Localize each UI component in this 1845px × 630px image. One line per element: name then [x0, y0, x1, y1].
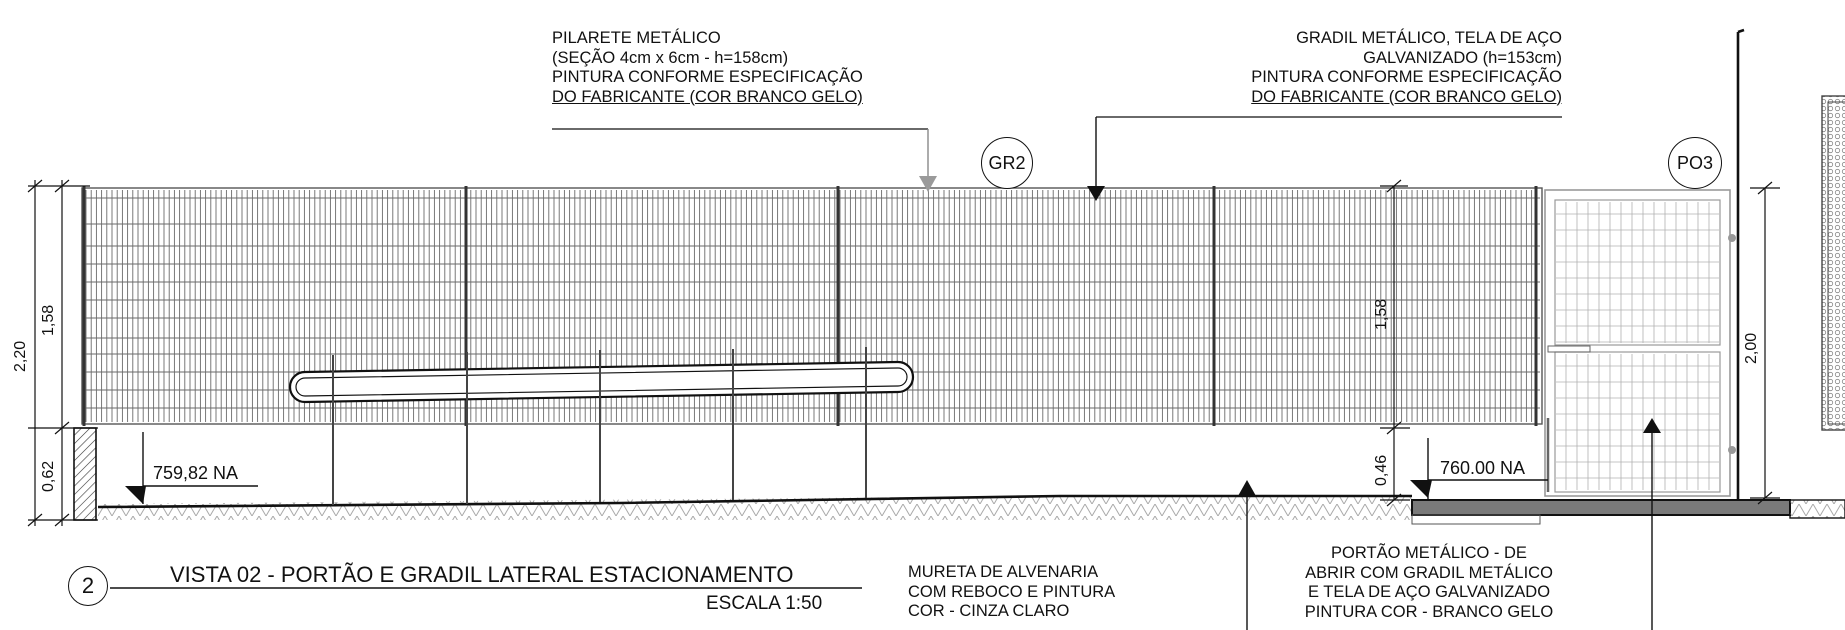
leader-gradil [1087, 116, 1562, 201]
gate [1544, 189, 1736, 497]
dim-fence: 1,58 [40, 304, 57, 336]
level-right: 760.00 NA [1440, 458, 1526, 478]
tag-gr2: GR2 [981, 137, 1033, 189]
dim-total: 2,20 [12, 340, 29, 372]
dim-base: 0,62 [40, 460, 57, 492]
view-scale: ESCALA 1:50 [706, 593, 823, 614]
tag-po3: PO3 [1668, 137, 1722, 189]
label-mureta: MURETA DE ALVENARIA COM REBOCO E PINTURA… [908, 563, 1116, 620]
label-gradil: GRADIL METÁLICO, TELA DE AÇO GALVANIZADO… [1251, 29, 1562, 106]
gate-slab [1411, 499, 1791, 516]
dimension-lines-right [1750, 181, 1780, 505]
dimension-lines-left [27, 179, 98, 527]
leader-portao [1643, 418, 1661, 630]
dimension-lines-middle [1380, 179, 1410, 507]
dim-fence-right: 1,58 [1373, 298, 1390, 330]
handrail [288, 347, 915, 505]
label-portao: PORTÃO METÁLICO - DE ABRIR COM GRADIL ME… [1304, 544, 1554, 621]
level-marker-right [1410, 438, 1548, 500]
level-left: 759,82 NA [153, 463, 239, 483]
leader-mureta [1238, 480, 1256, 630]
label-pilarete: PILARETE METÁLICO (SEÇÃO 4cm x 6cm - h=1… [552, 29, 863, 106]
ground-hatch [98, 496, 1412, 520]
view-title: VISTA 02 - PORTÃO E GRADIL LATERAL ESTAC… [170, 562, 794, 587]
dim-gate: 2,00 [1743, 332, 1760, 364]
masonry-pier [73, 427, 97, 521]
level-marker-left [125, 432, 258, 504]
view-number: 2 [68, 566, 108, 606]
dim-base-right: 0,46 [1373, 454, 1390, 486]
leader-pilarete [552, 128, 937, 192]
ground-line [97, 494, 1412, 509]
